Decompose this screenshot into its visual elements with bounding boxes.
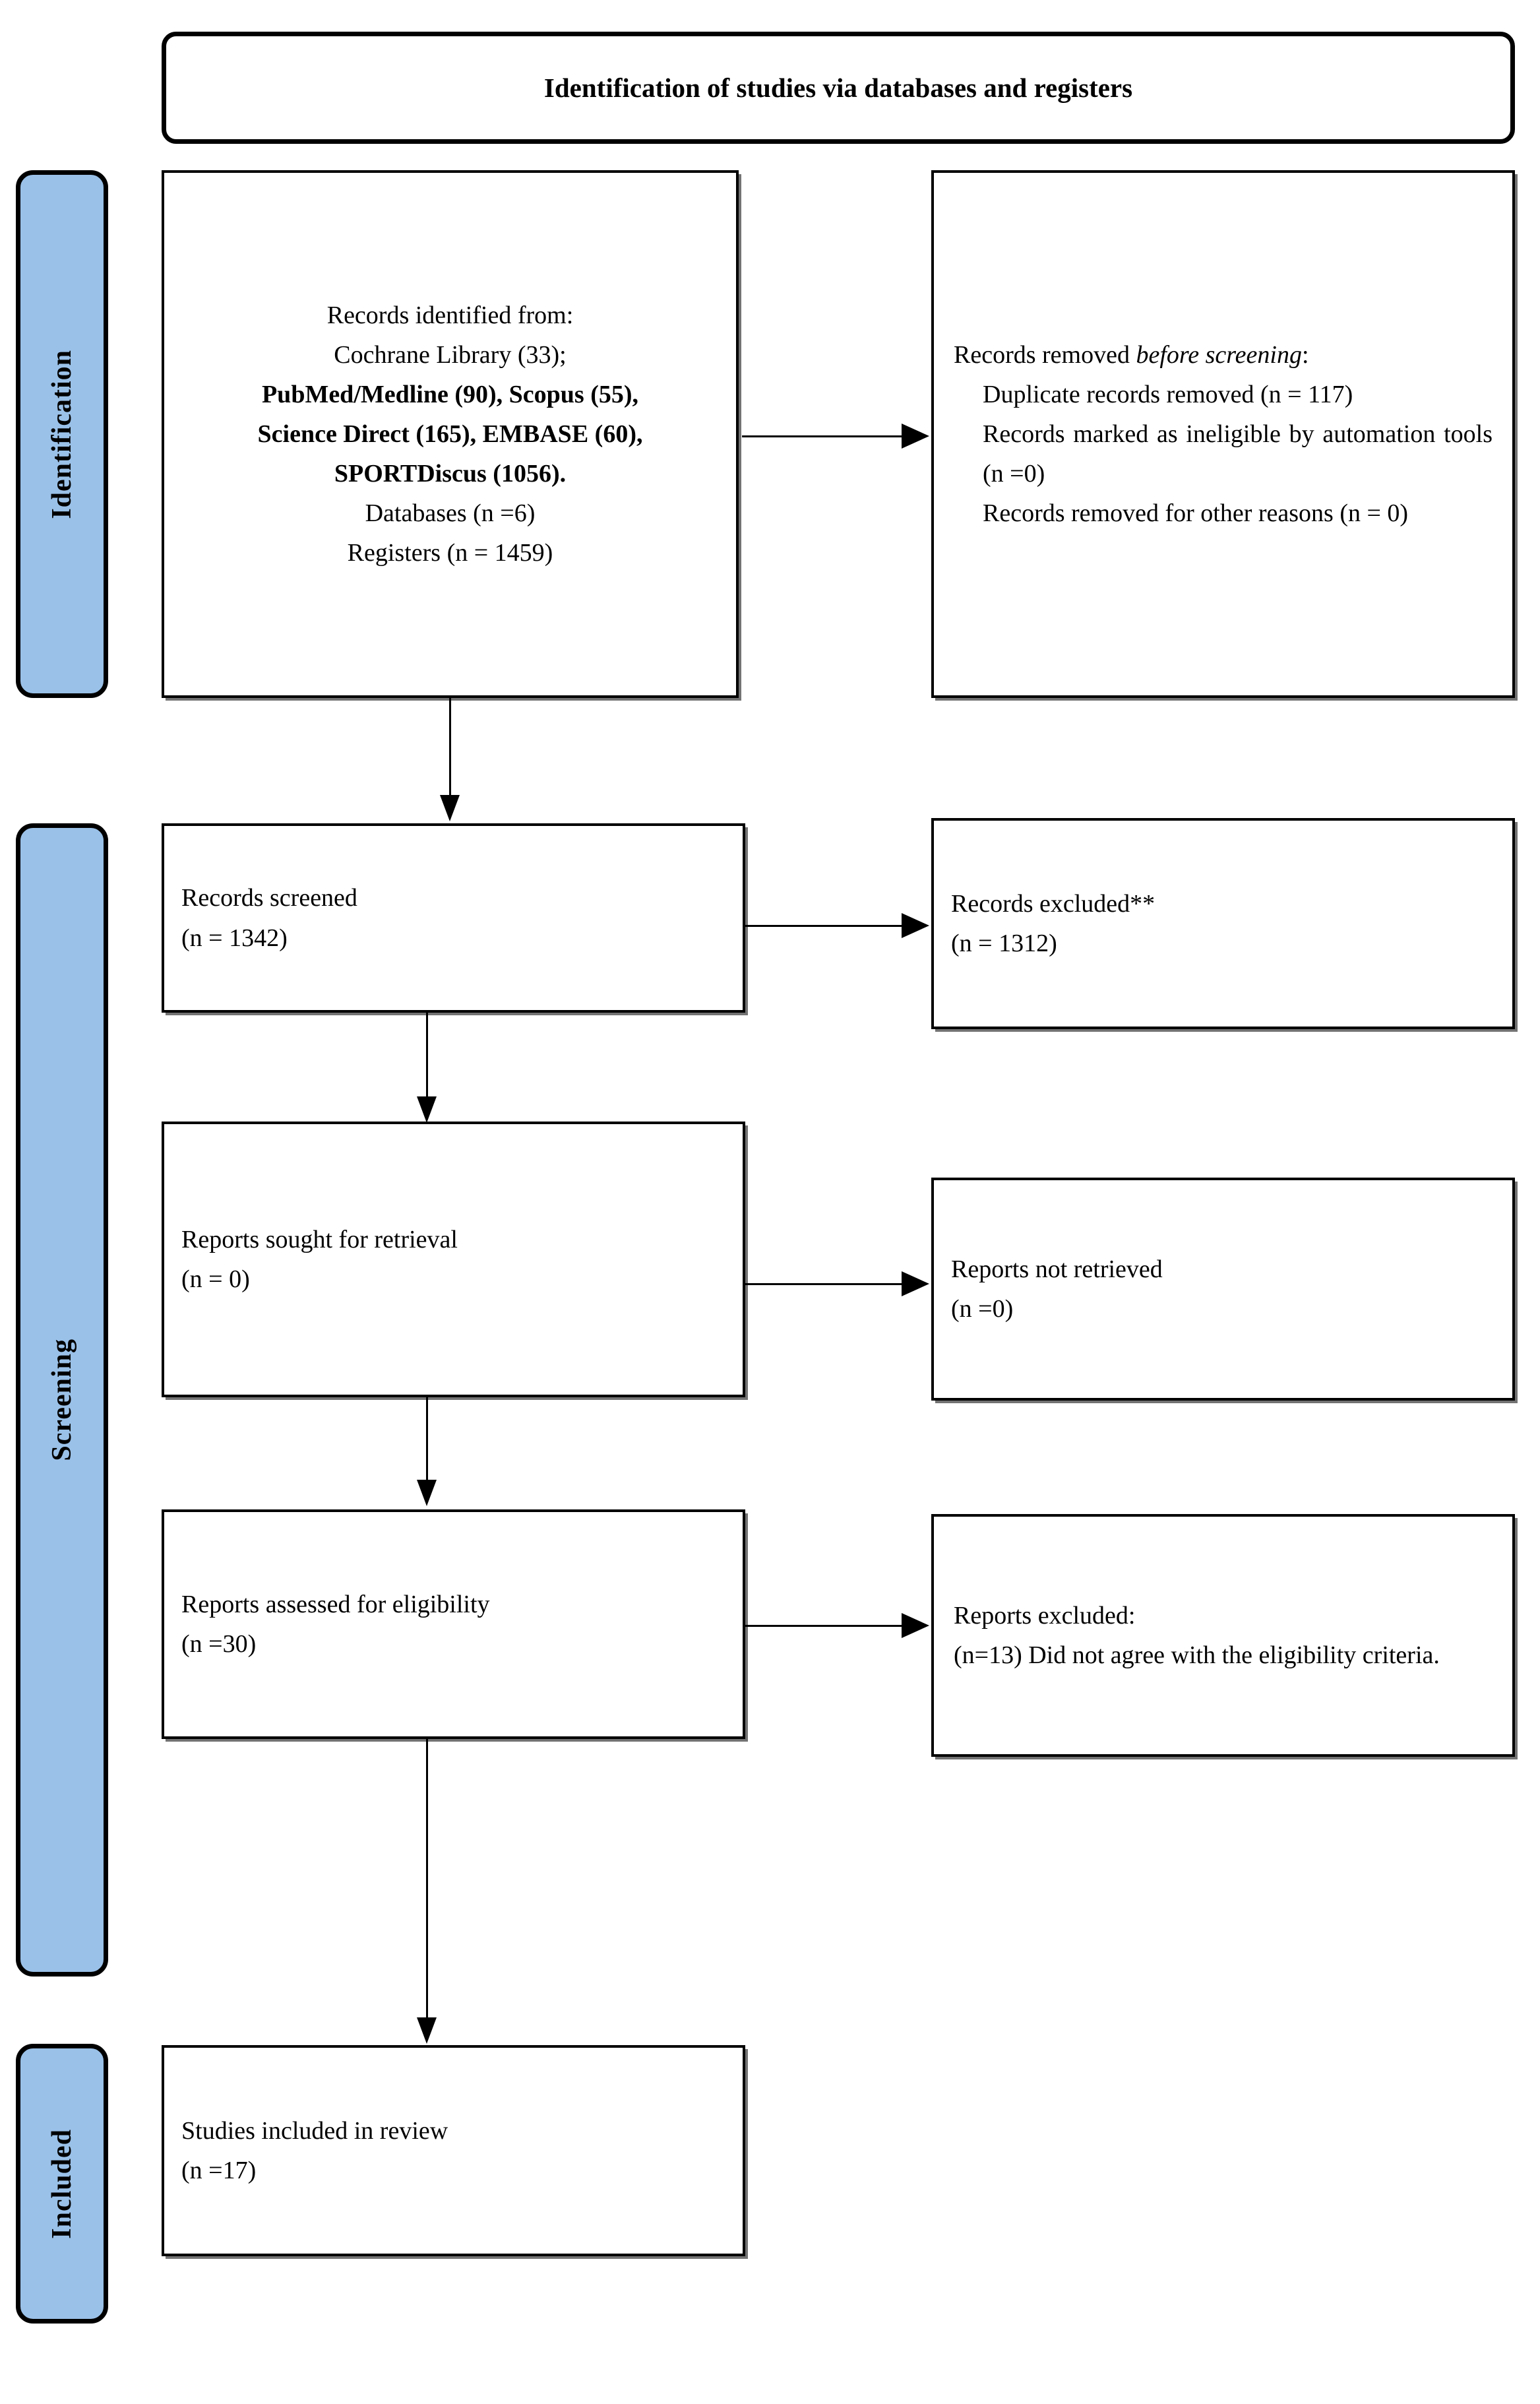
box-records-excluded: Records excluded** (n = 1312): [931, 818, 1515, 1029]
reports-not-retrieved-count: (n =0): [951, 1295, 1014, 1323]
box-reports-excluded: Reports excluded: (n=13) Did not agree w…: [931, 1514, 1515, 1757]
box-reports-sought: Reports sought for retrieval (n = 0): [162, 1122, 745, 1397]
studies-included-label: Studies included in review: [181, 2116, 448, 2145]
page-title: Identification of studies via databases …: [543, 73, 1133, 103]
box-records-identified: Records identified from: Cochrane Librar…: [162, 170, 739, 698]
records-identified-line-cochrane: Cochrane Library (33);: [334, 340, 567, 369]
reports-not-retrieved-label: Reports not retrieved: [951, 1255, 1163, 1283]
box-studies-included: Studies included in review (n =17): [162, 2045, 745, 2256]
stage-bar-identification: Identification: [16, 170, 108, 698]
connector-identified-to-screened-line: [449, 698, 451, 797]
records-screened-count: (n = 1342): [181, 924, 288, 952]
records-removed-automation: Records marked as ineligible by automati…: [983, 420, 1493, 488]
stage-label-screening: Screening: [47, 1339, 77, 1461]
connector-sought-to-assessed-line: [426, 1397, 428, 1482]
connector-sought-to-notretrieved-arrow: [902, 1271, 929, 1296]
reports-excluded-reason: (n=13) Did not agree with the eligibilit…: [954, 1641, 1440, 1669]
records-identified-line-sportdiscus: SPORTDiscus (1056).: [334, 460, 567, 488]
connector-assessed-to-included-arrow: [417, 2017, 437, 2044]
records-removed-other: Records removed for other reasons (n = 0…: [983, 499, 1409, 528]
reports-assessed-label: Reports assessed for eligibility: [181, 1590, 490, 1618]
box-reports-assessed: Reports assessed for eligibility (n =30): [162, 1509, 745, 1739]
reports-sought-label: Reports sought for retrieval: [181, 1225, 458, 1253]
connector-assessed-to-included-line: [426, 1739, 428, 2019]
connector-assessed-to-excluded-arrow: [902, 1613, 929, 1638]
stage-bar-included: Included: [16, 2044, 108, 2324]
records-identified-registers: Registers (n = 1459): [347, 539, 553, 567]
connector-identified-to-removed-line: [742, 435, 902, 437]
records-identified-heading: Records identified from:: [326, 301, 574, 329]
connector-screened-to-excluded-line: [745, 925, 902, 927]
connector-identified-to-screened-arrow: [440, 795, 460, 821]
records-identified-databases: Databases (n =6): [365, 499, 536, 528]
reports-sought-count: (n = 0): [181, 1265, 250, 1293]
records-excluded-count: (n = 1312): [951, 930, 1057, 957]
records-removed-heading-prefix: Records removed: [954, 340, 1136, 369]
reports-assessed-count: (n =30): [181, 1630, 257, 1658]
diagram-title-banner: Identification of studies via databases …: [162, 32, 1515, 144]
records-removed-duplicates: Duplicate records removed (n = 117): [983, 380, 1353, 408]
records-excluded-label: Records excluded**: [951, 889, 1155, 918]
connector-sought-to-assessed-arrow: [417, 1480, 437, 1506]
stage-label-identification: Identification: [47, 349, 77, 519]
box-records-removed: Records removed before screening: Duplic…: [931, 170, 1515, 698]
box-records-screened: Records screened (n = 1342): [162, 823, 745, 1013]
records-screened-label: Records screened: [181, 884, 357, 912]
records-identified-line-pubmed: PubMed/Medline (90), Scopus (55),: [261, 380, 639, 408]
box-reports-not-retrieved: Reports not retrieved (n =0): [931, 1178, 1515, 1401]
connector-screened-to-sought-line: [426, 1013, 428, 1098]
connector-identified-to-removed-arrow: [902, 424, 929, 449]
stage-bar-screening: Screening: [16, 823, 108, 1977]
studies-included-count: (n =17): [181, 2157, 257, 2184]
records-identified-line-sciencedirect: Science Direct (165), EMBASE (60),: [257, 420, 643, 448]
connector-screened-to-sought-arrow: [417, 1096, 437, 1123]
records-removed-heading-italic: before screening: [1136, 340, 1302, 369]
stage-label-included: Included: [47, 2128, 77, 2239]
connector-screened-to-excluded-arrow: [902, 913, 929, 938]
records-removed-heading: Records removed before screening:: [954, 335, 1493, 375]
connector-assessed-to-excluded-line: [745, 1625, 902, 1627]
connector-sought-to-notretrieved-line: [745, 1283, 902, 1285]
records-removed-heading-suffix: :: [1301, 340, 1309, 369]
reports-excluded-label: Reports excluded:: [954, 1601, 1136, 1629]
